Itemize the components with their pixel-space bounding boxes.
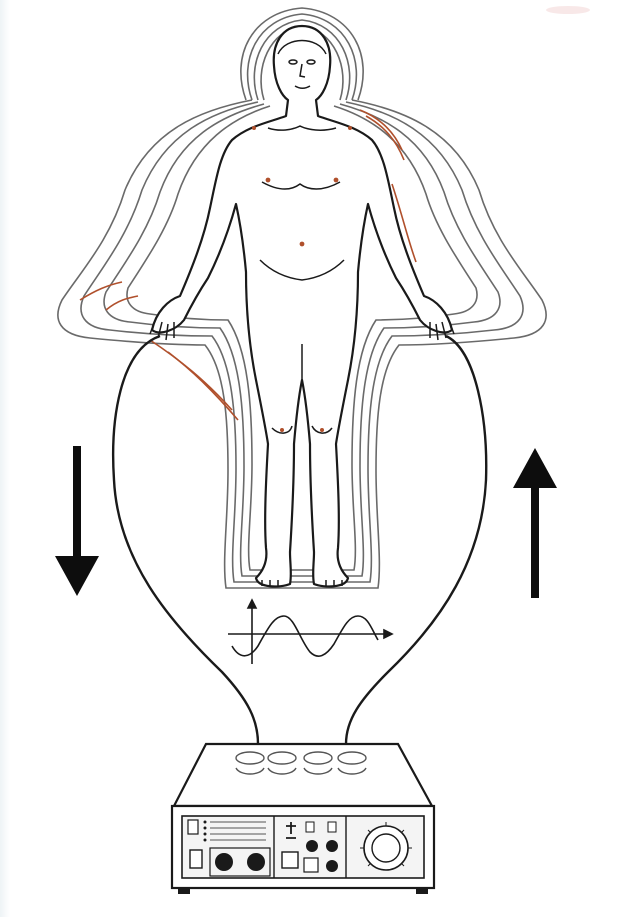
wave-curve: [232, 616, 378, 656]
arrow-down-icon: [55, 446, 99, 596]
generator-device: [172, 744, 434, 894]
figure-silhouette: [152, 26, 452, 586]
wave-x-axis-arrow: [384, 630, 392, 638]
knob-right: [247, 853, 265, 871]
indicator-led: [204, 821, 207, 824]
point-knee-right: [320, 428, 324, 432]
square-button-2: [304, 858, 318, 872]
black-button-mid: [326, 840, 338, 852]
power-switch-lower: [190, 850, 202, 868]
small-switch: [306, 822, 314, 832]
arrow-up-head: [513, 448, 557, 488]
device-foot-right: [416, 888, 428, 894]
wave-y-axis-arrow: [248, 600, 256, 608]
arrow-up-icon: [513, 448, 557, 598]
arrow-up-shaft: [531, 484, 539, 598]
cable-right: [346, 336, 486, 744]
black-button-upper: [306, 840, 318, 852]
point-knee-left: [280, 428, 284, 432]
small-switch-2: [328, 822, 336, 832]
arrow-down-head: [55, 556, 99, 596]
device-foot-left: [178, 888, 190, 894]
square-button: [282, 852, 298, 868]
power-switch: [188, 820, 198, 834]
aura-accent-left-arm: [80, 282, 122, 300]
device-top: [174, 744, 432, 806]
dial-inner: [372, 834, 400, 862]
aura-accent-left-leg: [168, 352, 238, 420]
indicator-led: [204, 839, 207, 842]
point-navel: [300, 242, 305, 247]
human-figure: [152, 26, 452, 586]
indicator-led: [204, 827, 207, 830]
cable-left: [113, 336, 258, 744]
sine-wave-icon: [228, 600, 392, 664]
point-chest-left: [266, 178, 271, 183]
point-shoulder-right: [348, 126, 352, 130]
corner-smudge: [546, 6, 590, 14]
black-button-low: [326, 860, 338, 872]
arrow-down-shaft: [73, 446, 81, 560]
knob-left: [215, 853, 233, 871]
point-shoulder-left: [252, 126, 256, 130]
indicator-led: [204, 833, 207, 836]
point-chest-right: [334, 178, 339, 183]
